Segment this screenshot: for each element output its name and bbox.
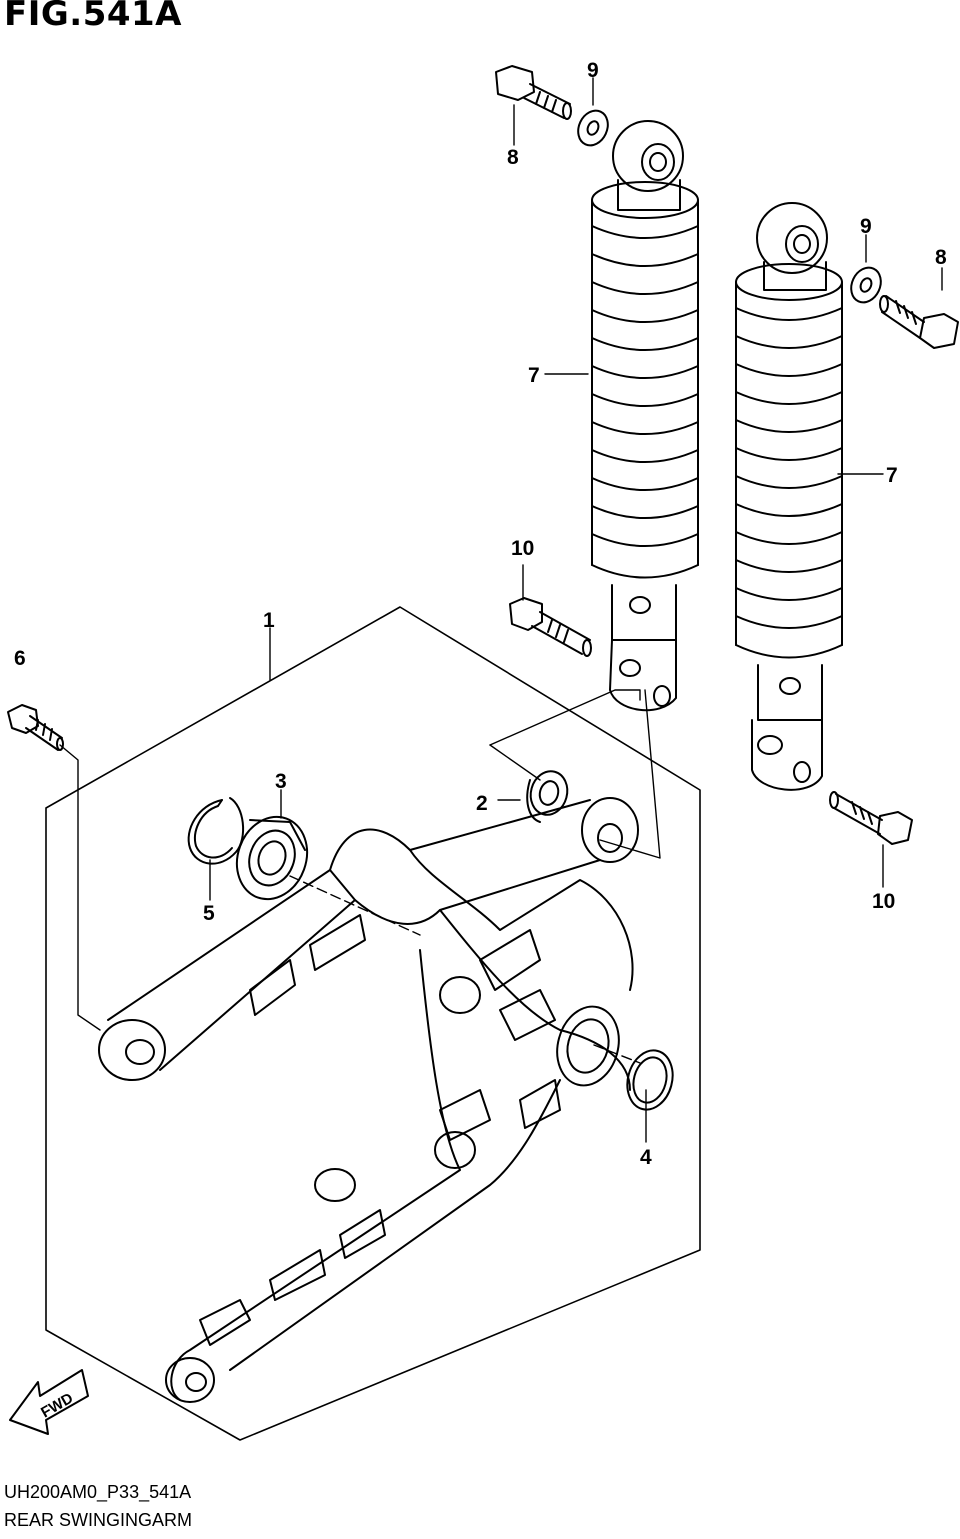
bolt-8-left-icon [495,65,572,120]
washer-9-left-icon [577,109,609,147]
callout-2: 2 [476,792,488,815]
shock-absorber-7-left-icon [591,120,699,712]
callout-7-right: 7 [886,464,898,487]
callout-6: 6 [14,647,26,670]
callout-9-left: 9 [587,59,599,82]
callout-8-right: 8 [935,246,947,269]
bolt-10-right-icon [829,791,913,845]
reference-code: UH200AM0_P33_541A [4,1482,192,1502]
bolt-10-left-icon [509,597,592,657]
callout-1: 1 [263,609,275,632]
bushing-2-icon [526,770,569,823]
callout-10-left: 10 [511,537,534,560]
callout-3: 3 [275,770,287,793]
swingarm-assembly-box [45,606,701,1441]
oil-seal-4-icon [626,1049,674,1111]
callout-8-left: 8 [507,146,519,169]
callout-5: 5 [203,902,215,925]
callout-10-right: 10 [872,890,895,913]
leader-lines [59,77,943,1143]
callout-9-right: 9 [860,215,872,238]
washer-9-right-icon [850,266,882,304]
callout-labels: 1 2 3 4 5 6 7 7 8 8 9 9 10 10 [14,59,947,1169]
bearing-3-icon [235,815,309,901]
bolt-6-icon [7,704,64,751]
shock-absorber-7-right-icon [735,202,843,791]
figure-title: FIG.541A [4,0,182,34]
figure-subtitle: REAR SWINGINGARM [4,1510,193,1530]
swingarm-1-icon [98,797,639,1403]
callout-7-left: 7 [528,364,540,387]
fwd-arrow-icon: FWD [9,1369,89,1435]
callout-4: 4 [640,1146,652,1169]
bolt-8-right-icon [879,295,959,349]
circlip-5-icon [187,797,245,865]
